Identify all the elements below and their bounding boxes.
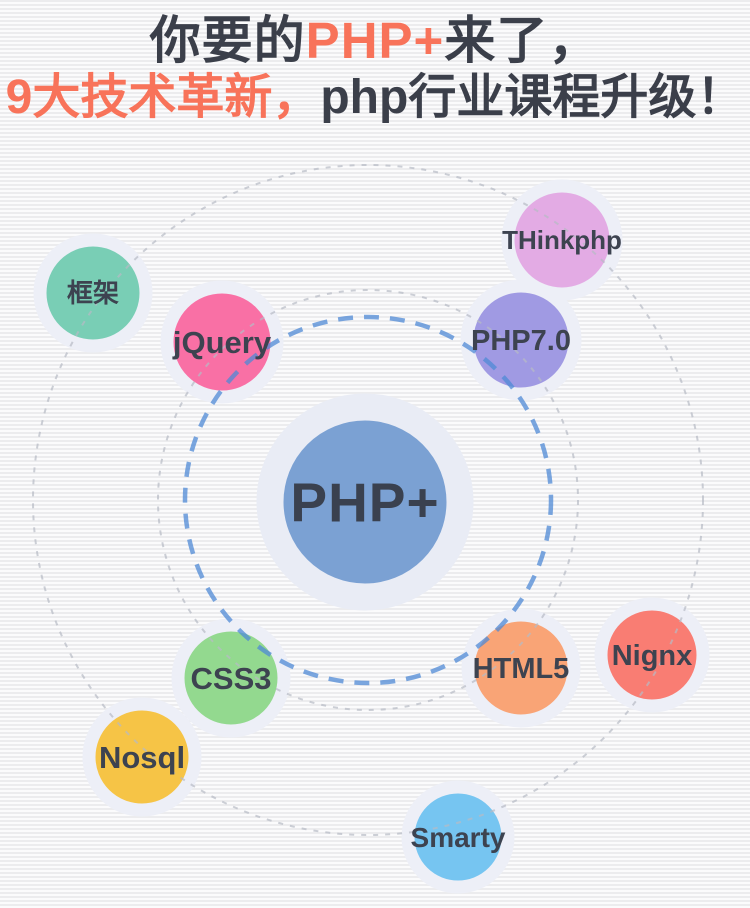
bubble-jquery-label: jQuery — [172, 325, 272, 360]
bubble-php-plus-label: PHP+ — [290, 471, 439, 533]
title-line-2: 9大技术革新，php行业课程升级！ — [0, 71, 750, 125]
bubble-css3-label: CSS3 — [191, 661, 272, 696]
bubble-labels: 框架 jQuery THinkphp PHP7.0 Nignx HTML5 CS… — [67, 225, 692, 853]
bubble-thinkphp-circle — [501, 179, 623, 301]
title-line-1: 你要的PHP+来了， — [0, 12, 750, 69]
bubble-framework-circle — [33, 233, 153, 353]
bubble-html5-circle — [461, 608, 581, 728]
bubble-thinkphp-label: THinkphp — [502, 225, 622, 255]
orbit-outer — [32, 164, 704, 836]
orbit-inner-blue — [182, 314, 554, 686]
title-l1-pre: 你要的 — [149, 12, 306, 69]
bubble-php70-label: PHP7.0 — [471, 325, 571, 357]
title-l1-post: 来了， — [444, 12, 601, 69]
bubble-smarty-label: Smarty — [411, 822, 506, 853]
bubble-smarty-circle — [401, 780, 515, 894]
bubble-html5-label: HTML5 — [473, 653, 570, 685]
orbit-rings — [32, 164, 704, 836]
bubble-nignx-label: Nignx — [612, 640, 693, 672]
page-title: 你要的PHP+来了， 9大技术革新，php行业课程升级！ — [0, 12, 750, 125]
bubble-nosql-label: Nosql — [99, 740, 185, 775]
bubble-framework-label: 框架 — [67, 278, 119, 308]
title-l2-accent: 9大技术革新， — [5, 71, 321, 125]
bubble-php-plus-circle — [256, 393, 474, 611]
orbit-middle — [157, 289, 579, 711]
bubble-css3-circle — [171, 618, 291, 738]
bubble-nosql-circle — [82, 697, 202, 817]
title-l2-rest: php行业课程升级！ — [320, 71, 745, 125]
bubble-fills — [33, 179, 710, 894]
title-l1-accent: PHP+ — [305, 12, 445, 69]
